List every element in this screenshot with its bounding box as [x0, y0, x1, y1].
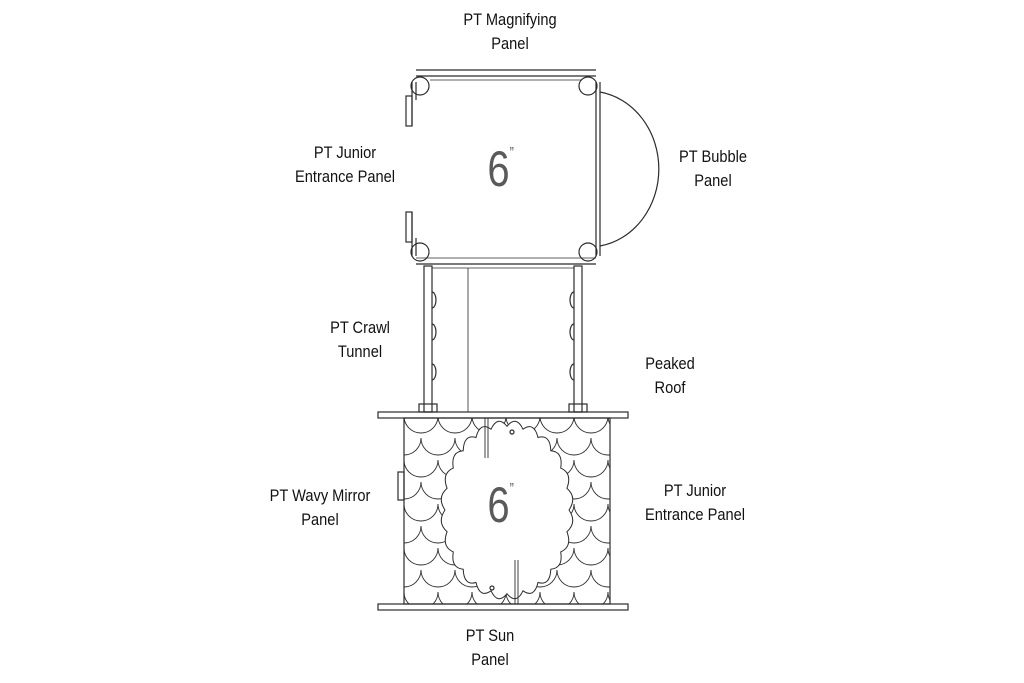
sun-panel-window: [440, 420, 574, 600]
bubble-panel-dome: [599, 91, 660, 247]
scale-arc: [437, 591, 473, 604]
corner-post: [578, 76, 598, 96]
corner-post: [410, 242, 430, 262]
scale-arc: [539, 591, 575, 604]
lower-deck: [377, 411, 659, 631]
scale-arc: [625, 614, 659, 631]
scale-arc: [573, 591, 609, 604]
scale-arc: [404, 459, 439, 478]
scale-arc: [590, 569, 610, 588]
scale-arc: [607, 547, 610, 557]
scale-arc: [404, 591, 439, 604]
entrance-handle-bottom: [405, 211, 413, 243]
scale-arc: [404, 525, 422, 544]
scale-arc: [625, 438, 659, 455]
scale-arc: [607, 459, 610, 469]
scale-arc: [471, 591, 507, 604]
scale-arc: [607, 418, 610, 425]
scale-arc: [437, 418, 473, 434]
scale-arc: [573, 547, 609, 566]
scale-arc: [556, 569, 592, 588]
dimension-top: 6”: [487, 141, 514, 197]
scale-arc: [573, 459, 609, 478]
crawl-tunnel: [418, 265, 588, 413]
wavy-mirror-frame: [403, 417, 611, 605]
tunnel-rail-left: [423, 265, 433, 413]
scale-arc: [404, 548, 405, 552]
scale-arc: [404, 569, 422, 588]
scale-arc: [590, 525, 610, 544]
scale-arc: [591, 614, 625, 631]
scale-arc: [404, 460, 405, 464]
peaked-roof-top-rail: [377, 411, 629, 419]
scale-arc: [573, 418, 609, 434]
dimension-bottom: 6”: [487, 477, 514, 533]
corner-post: [410, 76, 430, 96]
peaked-roof-bottom-rail: [377, 603, 629, 611]
scale-arc: [404, 481, 422, 500]
upper-deck: [405, 69, 660, 265]
scale-arc: [387, 614, 421, 631]
scale-arc: [404, 437, 422, 456]
corner-post: [578, 242, 598, 262]
scale-arc: [625, 526, 659, 543]
scale-arc: [590, 437, 610, 456]
scale-arc: [404, 592, 405, 596]
tunnel-rail-right: [573, 265, 583, 413]
wavy-mirror-latch: [397, 471, 405, 501]
scale-arc: [420, 569, 456, 588]
scale-arc: [404, 418, 439, 434]
scale-arc: [539, 418, 575, 434]
scale-arc: [404, 547, 439, 566]
scale-arc: [590, 481, 610, 500]
entrance-handle-top: [405, 95, 413, 127]
scale-arc: [607, 591, 610, 601]
scale-arc: [573, 503, 609, 522]
scale-arc: [557, 614, 591, 631]
scale-arc: [505, 591, 541, 604]
scale-arc: [556, 437, 592, 456]
scale-arc: [404, 503, 439, 522]
scale-arc: [625, 570, 659, 587]
scale-arc: [420, 437, 456, 456]
scale-arc: [607, 503, 610, 513]
